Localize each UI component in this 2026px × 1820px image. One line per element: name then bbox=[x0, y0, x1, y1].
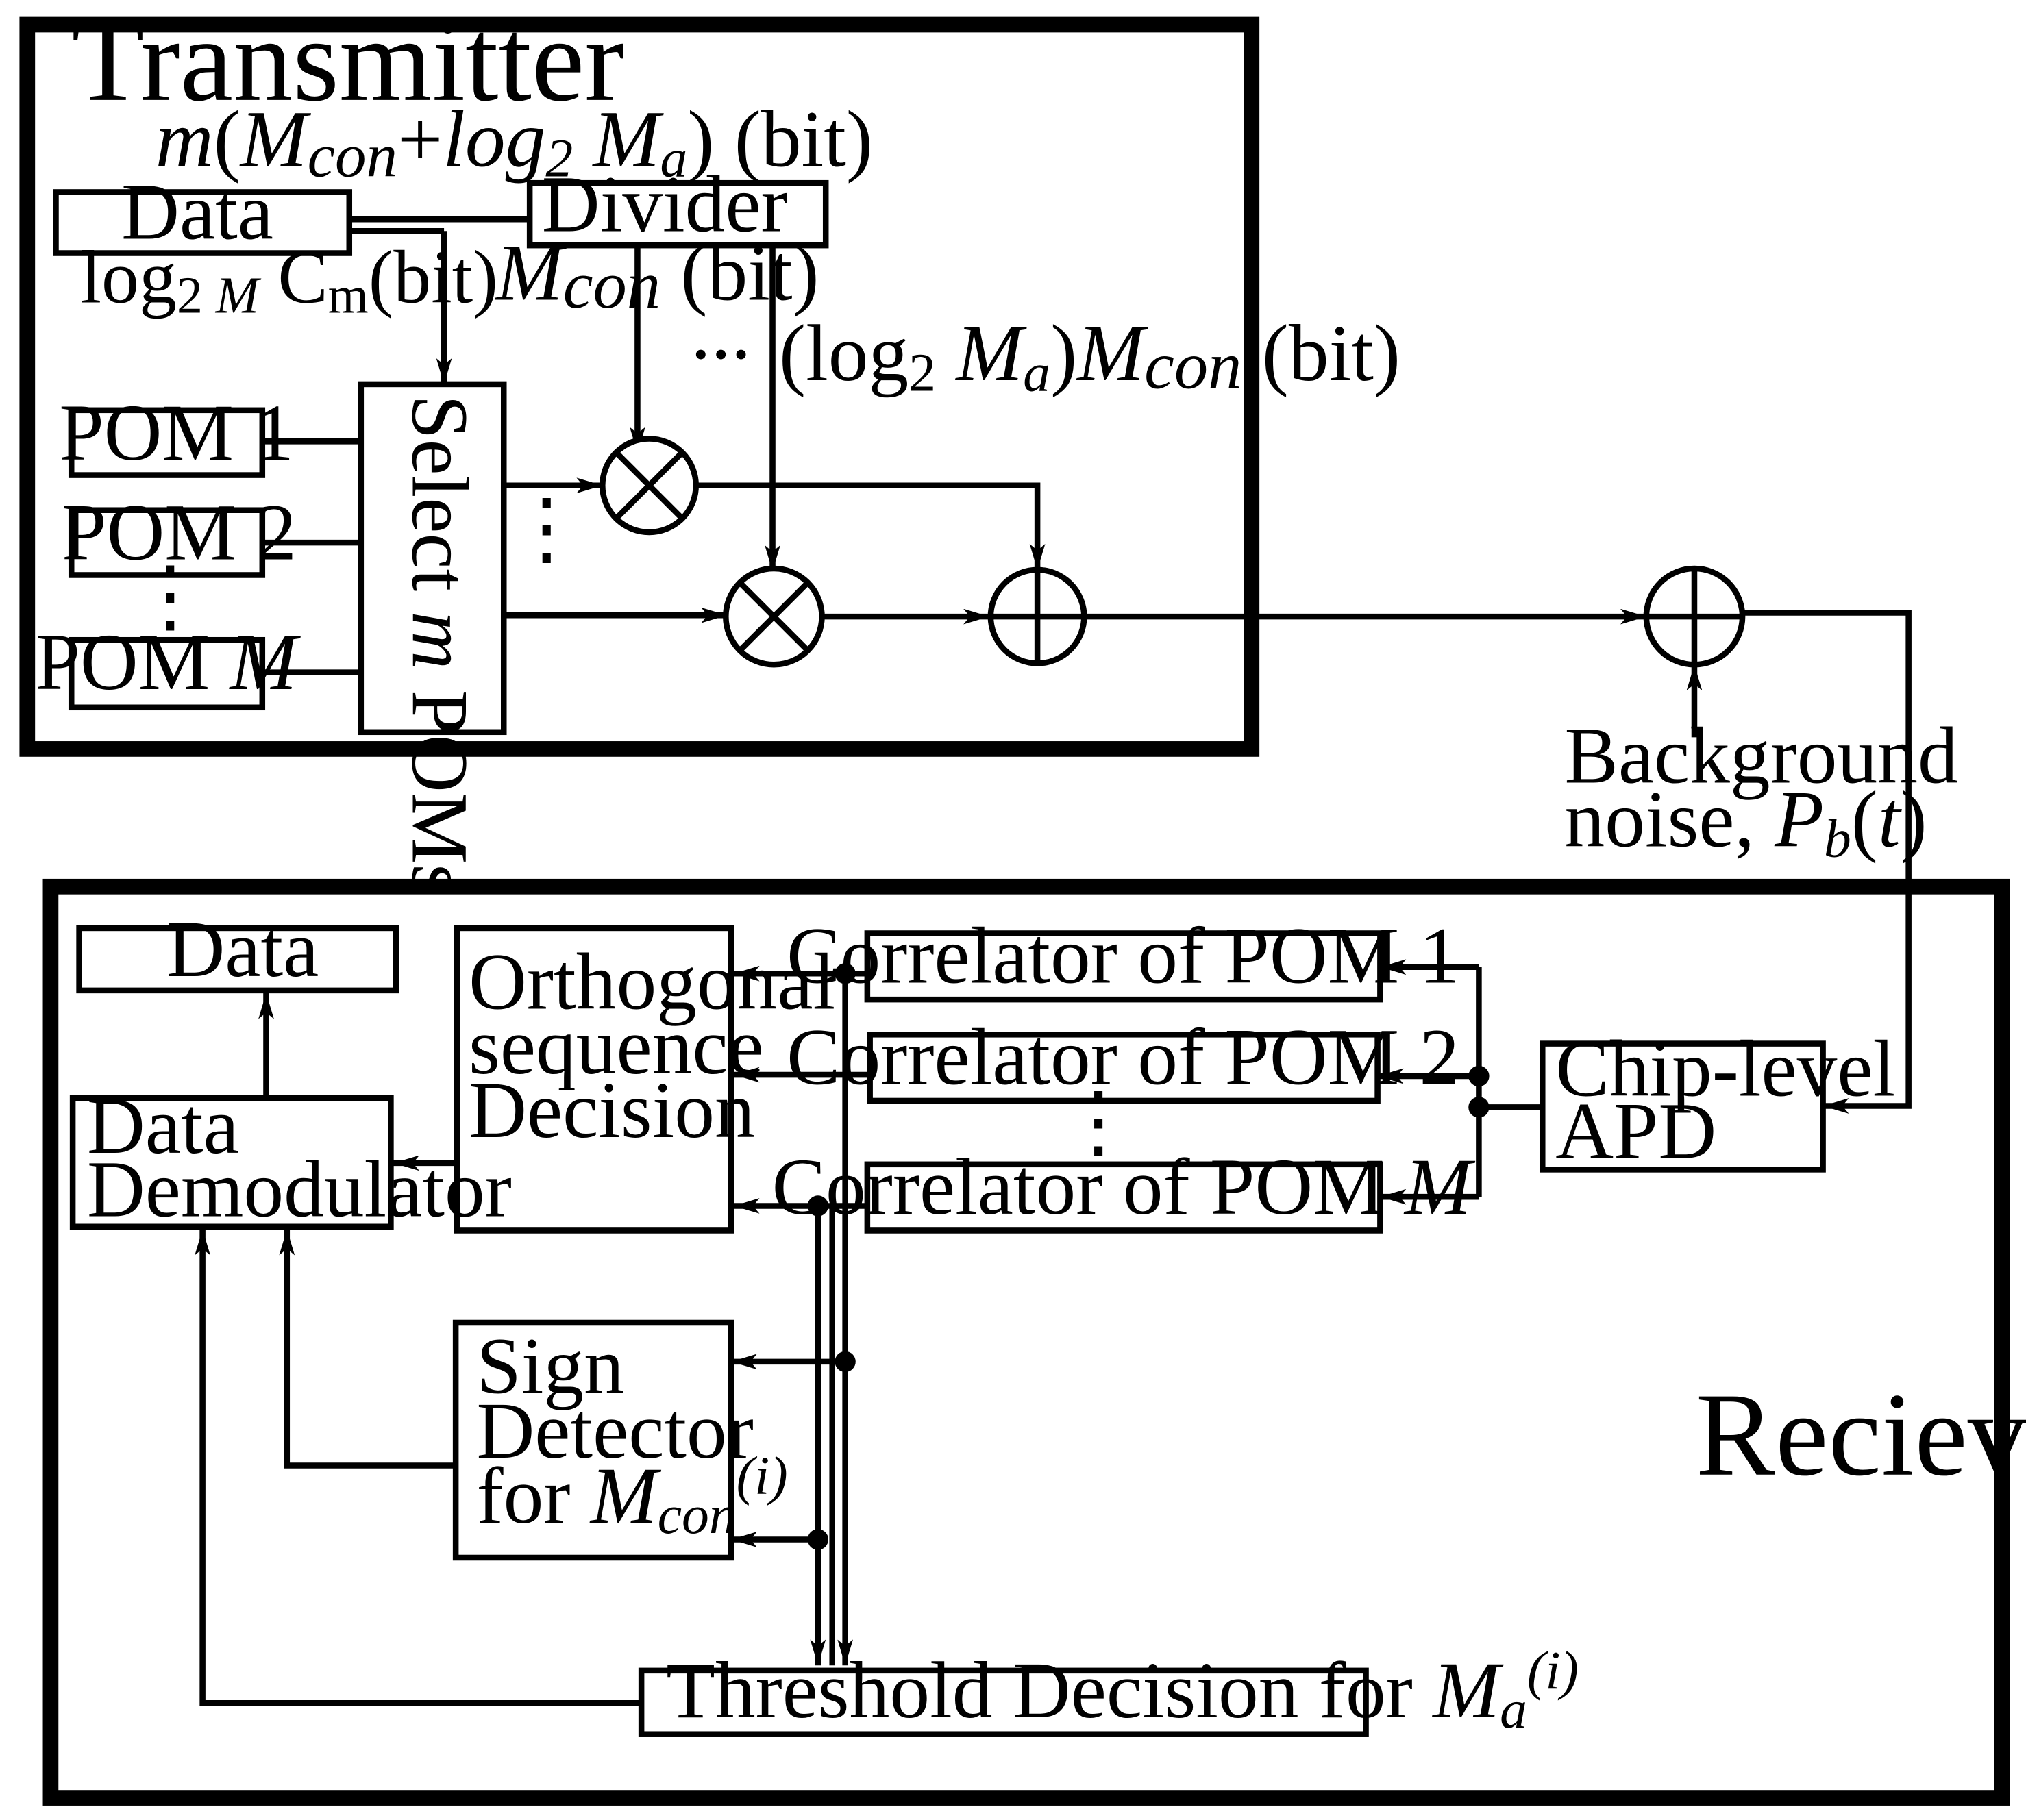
pom-2-box bbox=[68, 507, 266, 578]
sign-label-line1: Sign bbox=[476, 1321, 623, 1410]
transmitter-frame bbox=[19, 16, 1260, 757]
transmitter-title: Transmitter bbox=[71, 0, 624, 126]
tx-data-box bbox=[53, 189, 353, 256]
channel-to-apd-arrow bbox=[1742, 610, 1912, 1114]
orthogonal-label-line2: sequence bbox=[469, 1002, 764, 1091]
sign-to-demodulator-arrow bbox=[279, 1229, 456, 1469]
data-bits-label: log2 M Cm(bit) bbox=[80, 236, 497, 325]
correlator-2-box bbox=[867, 1032, 1381, 1104]
data-demodulator-box bbox=[69, 1095, 394, 1230]
correlator-2-label: Correlator of POM 2 bbox=[787, 1012, 1459, 1101]
pom-selector-label: Select m POMs bbox=[395, 395, 484, 895]
multiplier-1-icon bbox=[600, 436, 699, 536]
correlator-dots: ⋮ bbox=[1058, 1077, 1138, 1167]
receiver-title: Reciever bbox=[1696, 1369, 2026, 1501]
correlator-m-label: Correlator of POM M bbox=[772, 1143, 1476, 1232]
noise-label-line1: Background bbox=[1564, 712, 1957, 801]
sign-detector-box bbox=[452, 1319, 734, 1561]
apd-box bbox=[1539, 1040, 1826, 1173]
orthogonal-label-line3: Decision bbox=[469, 1066, 755, 1155]
mult1-to-adder-arrow bbox=[695, 482, 1046, 570]
corrm-junction-dot bbox=[807, 1195, 829, 1217]
divider-box bbox=[526, 179, 829, 249]
orthogonal-decision-box bbox=[454, 925, 734, 1234]
ma-bits-label: (log2 Ma)Mcon (bit) bbox=[779, 309, 1400, 403]
rx-data-box bbox=[76, 925, 399, 994]
correlator-1-box bbox=[864, 930, 1383, 1003]
rx-data-label: Data bbox=[166, 905, 319, 994]
pom-vertical-dots: ⋮ bbox=[130, 552, 210, 641]
pom-1-box bbox=[68, 407, 266, 478]
pom-2-label: POM 2 bbox=[62, 488, 297, 577]
pom-selector-box bbox=[358, 381, 507, 736]
adder-icon bbox=[987, 566, 1087, 666]
corr1-junction-dot bbox=[835, 963, 856, 984]
sign-label-line2: Detector bbox=[476, 1386, 753, 1475]
threshold-to-demodulator-arrow bbox=[195, 1229, 642, 1706]
pom-m-label: POM M bbox=[36, 618, 301, 707]
multiplier-dots: ⋮ bbox=[506, 484, 586, 573]
divider-dots: ... bbox=[691, 287, 751, 376]
correlator-1-label: Correlator of POM 1 bbox=[787, 912, 1459, 1001]
receiver-frame bbox=[42, 878, 2010, 1806]
orthogonal-label-line1: Orthogonal bbox=[469, 937, 835, 1026]
threshold-decision-box bbox=[638, 1667, 1369, 1737]
correlator-m-box bbox=[864, 1161, 1383, 1234]
apd-label-line2: APD bbox=[1555, 1086, 1716, 1175]
multiplier-2-icon bbox=[723, 565, 825, 668]
mcon-bits-label: Mcon (bit) bbox=[495, 229, 819, 323]
apd-junction-dot-2 bbox=[1468, 1097, 1490, 1118]
tx-data-label: Data bbox=[121, 168, 273, 257]
apd-label-line1: Chip-level bbox=[1555, 1024, 1895, 1113]
divider-input-bits-label: m(Mcon+log2 Ma) (bit) bbox=[156, 95, 873, 190]
divider-label: Divider bbox=[542, 160, 788, 249]
threshold-label: Threshold Decision for Ma(i) bbox=[666, 1641, 1579, 1740]
channel-adder-icon bbox=[1643, 565, 1746, 668]
sign-label-line3: for Mcon(i) bbox=[476, 1446, 787, 1545]
demodulator-label-line2: Demodulator bbox=[87, 1145, 512, 1234]
demodulator-label-line1: Data bbox=[87, 1082, 239, 1171]
pom-1-label: POM 1 bbox=[59, 388, 294, 477]
noise-label-line2: noise, Pb(t) bbox=[1564, 775, 1927, 869]
